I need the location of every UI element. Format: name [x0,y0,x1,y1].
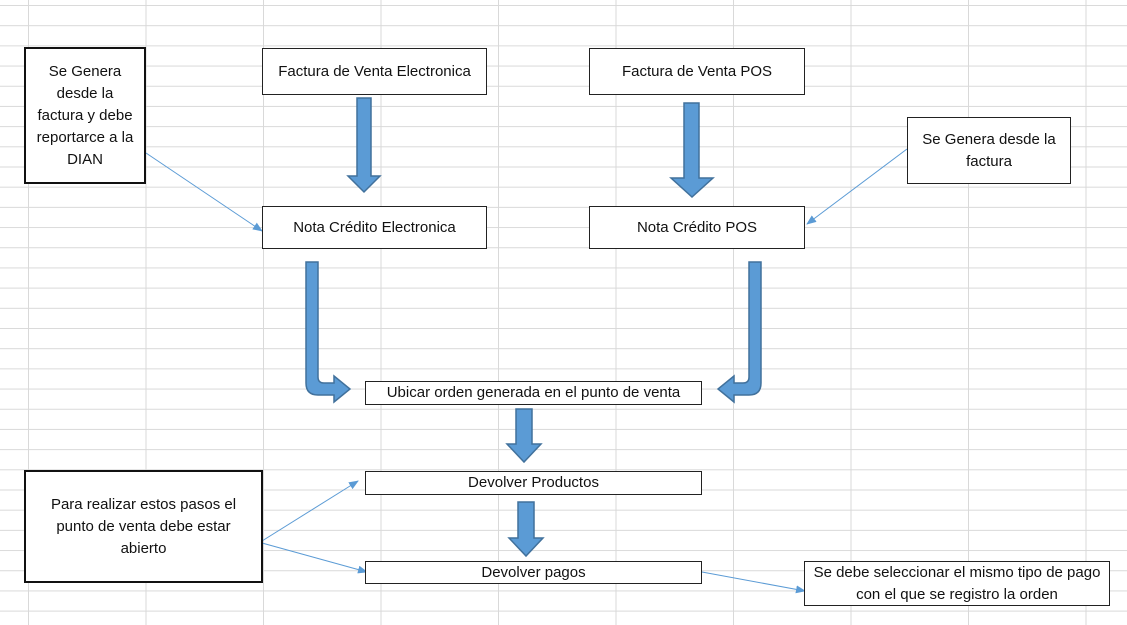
node-nota-pos-label: Nota Crédito POS [636,218,758,236]
node-nota-pos: Nota Crédito POS [589,206,805,249]
note-punto-venta-abierto: Para realizar estos pasos el punto de ve… [24,470,263,583]
node-factura-electronica-label: Factura de Venta Electronica [278,62,471,80]
flow-arrow-pos [669,102,715,199]
flow-arrow-productos [507,501,545,558]
node-devolver-productos-label: Devolver Productos [468,474,599,491]
connector-payment-note [701,571,806,594]
connector-open-note-productos [261,480,359,542]
node-factura-pos: Factura de Venta POS [589,48,805,95]
node-nota-electronica-label: Nota Crédito Electronica [293,218,456,236]
connector-dian-note [145,152,263,232]
node-devolver-pagos-label: Devolver pagos [481,563,586,581]
bent-arrow-pos [716,261,762,404]
node-ubicar-orden: Ubicar orden generada en el punto de ven… [365,381,702,405]
note-dian: Se Genera desde la factura y debe report… [24,47,146,184]
connector-open-note-pagos [261,542,368,574]
note-tipo-pago: Se debe seleccionar el mismo tipo de pag… [804,561,1110,606]
note-punto-venta-abierto-text: Para realizar estos pasos el punto de ve… [50,495,237,557]
note-pos-factura-text: Se Genera desde la factura [922,130,1056,170]
note-pos-factura: Se Genera desde la factura [907,117,1071,184]
note-dian-text: Se Genera desde la factura y debe report… [36,62,134,168]
node-ubicar-orden-label: Ubicar orden generada en el punto de ven… [386,384,681,401]
flow-arrow-electronica [346,97,382,194]
bent-arrow-electronica [305,261,352,404]
connector-pos-note [806,148,908,225]
flow-arrow-ubicar [505,408,543,464]
node-nota-electronica: Nota Crédito Electronica [262,206,487,249]
note-tipo-pago-text: Se debe seleccionar el mismo tipo de pag… [813,563,1101,603]
node-devolver-productos: Devolver Productos [365,471,702,495]
node-factura-pos-label: Factura de Venta POS [621,62,773,80]
node-factura-electronica: Factura de Venta Electronica [262,48,487,95]
node-devolver-pagos: Devolver pagos [365,561,702,584]
